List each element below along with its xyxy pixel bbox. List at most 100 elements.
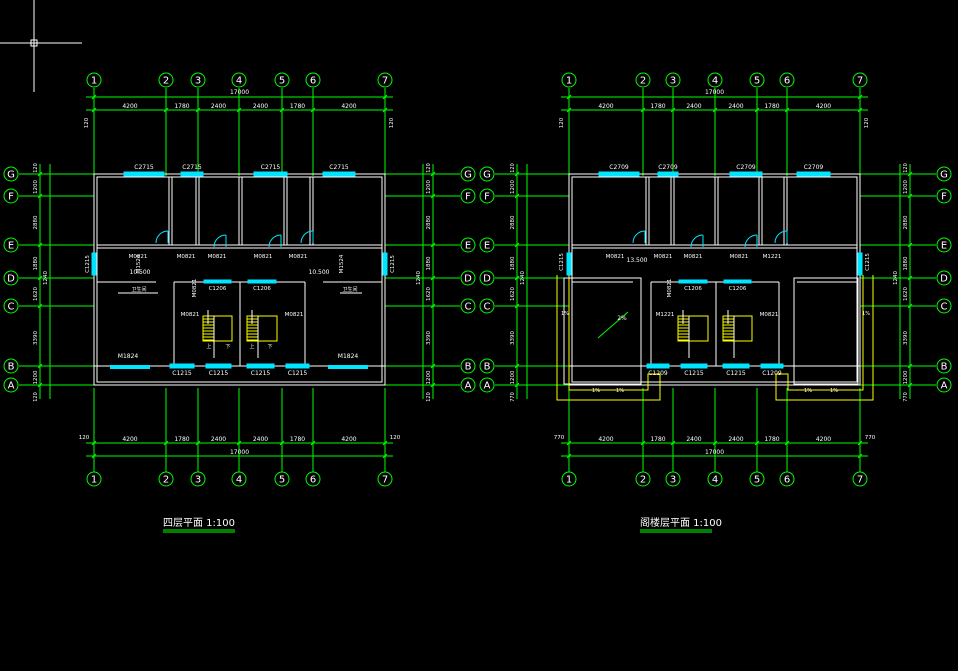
dim-span: 2400 (253, 436, 268, 443)
window-label: C2709 (736, 164, 756, 171)
dim-tick (754, 440, 760, 446)
axis-label: F (484, 192, 490, 203)
dim-vertical: 1880 (33, 256, 39, 270)
window (796, 171, 831, 177)
axis-label: 7 (857, 76, 863, 87)
axis-label: 2 (163, 475, 169, 486)
axis-label: 5 (279, 475, 285, 486)
window (723, 279, 752, 284)
window-label: C2709 (609, 164, 629, 171)
dim-overall: 17000 (705, 89, 724, 96)
grid-axis-bubble-icon: 1 (86, 471, 102, 487)
door-label: M1221 (656, 312, 675, 318)
dim-edge: 120 (903, 163, 909, 173)
grid-axis-bubble-icon: G (479, 166, 495, 182)
dim-vertical: 1200 (426, 370, 432, 384)
stair-icon (202, 310, 233, 358)
axis-label: 3 (670, 475, 676, 486)
dim-vertical: 1200 (903, 180, 909, 194)
axis-label: E (484, 241, 490, 252)
dim-vertical: 2880 (33, 215, 39, 229)
axis-label: G (464, 170, 472, 181)
dim-vertical: 1200 (510, 180, 516, 194)
dim-span: 1780 (174, 103, 189, 110)
parapet (775, 275, 874, 401)
window-label: C1209 (762, 370, 782, 377)
grid-axis-bubble-icon: C (460, 298, 476, 314)
dim-span: 1780 (764, 103, 779, 110)
window (246, 363, 275, 369)
dim-tick (514, 275, 520, 281)
slope-label: 1% (830, 388, 838, 394)
dim-edge: 120 (426, 392, 432, 402)
grid-axis-bubble-icon: 3 (190, 72, 206, 88)
dim-tick (907, 303, 913, 309)
axis-label: 1 (91, 76, 97, 87)
window-label: C2709 (804, 164, 824, 171)
window-label: C2715 (134, 164, 154, 171)
grid-axis-bubble-icon: E (936, 237, 952, 253)
window-label: C1215 (85, 255, 91, 273)
slope-label: 1% (592, 388, 600, 394)
dim-span: 2400 (211, 103, 226, 110)
dim-tick (566, 440, 572, 446)
window-label: C1215 (726, 370, 746, 377)
dim-vertical: 1880 (510, 256, 516, 270)
slope-label: 1% (616, 388, 624, 394)
door-label: M0821 (684, 254, 703, 260)
dim-vertical: 3390 (426, 331, 432, 345)
dim-tick (91, 94, 97, 100)
grid-axis-bubble-icon: 3 (665, 471, 681, 487)
axis-label: 7 (857, 475, 863, 486)
dim-tick (430, 242, 436, 248)
window-label: C1215 (288, 370, 308, 377)
grid-axis-bubble-icon: 6 (779, 471, 795, 487)
axis-label: C (8, 302, 15, 313)
stair-mark: 上 (249, 343, 254, 350)
window (678, 279, 708, 284)
grid-axis-bubble-icon: 4 (231, 72, 247, 88)
window (566, 252, 572, 276)
door-label: M1524 (136, 254, 142, 273)
grid-axis-bubble-icon: 1 (561, 72, 577, 88)
dim-overall: 17000 (230, 89, 249, 96)
window (729, 171, 763, 177)
dim-tick (430, 382, 436, 388)
dim-vertical: 1620 (903, 287, 909, 301)
door-swing-icon (213, 234, 227, 248)
elevation-label: 10.500 (130, 269, 151, 276)
grid-axis-bubble-icon: C (3, 298, 19, 314)
dim-tick (430, 193, 436, 199)
dim-span: 4200 (122, 436, 137, 443)
dim-tick (91, 440, 97, 446)
dim-edge: 120 (79, 435, 90, 441)
window-label: C1215 (390, 255, 396, 273)
grid-axis-bubble-icon: A (460, 377, 476, 393)
dim-vertical: 1200 (510, 370, 516, 384)
window (857, 252, 863, 276)
window-label: C1215 (172, 370, 192, 377)
plan-title: 阁楼层平面 1:100 (640, 516, 722, 529)
dim-tick (754, 107, 760, 113)
dim-tick (514, 193, 520, 199)
dim-tick (670, 107, 676, 113)
dim-vertical: 1880 (903, 256, 909, 270)
axis-label: B (941, 362, 948, 373)
dim-span: 4200 (816, 103, 831, 110)
door-label: M0821 (177, 254, 196, 260)
dim-tick (91, 107, 97, 113)
grid-axis-bubble-icon: E (460, 237, 476, 253)
dim-tick (670, 440, 676, 446)
door-label: M1824 (338, 353, 359, 360)
window (657, 171, 679, 177)
window (169, 363, 195, 369)
stair-icon (246, 310, 278, 358)
axis-label: E (941, 241, 947, 252)
window-label: C2709 (658, 164, 678, 171)
door-label: M1221 (763, 254, 782, 260)
axis-label: 1 (566, 475, 572, 486)
window (110, 365, 150, 369)
